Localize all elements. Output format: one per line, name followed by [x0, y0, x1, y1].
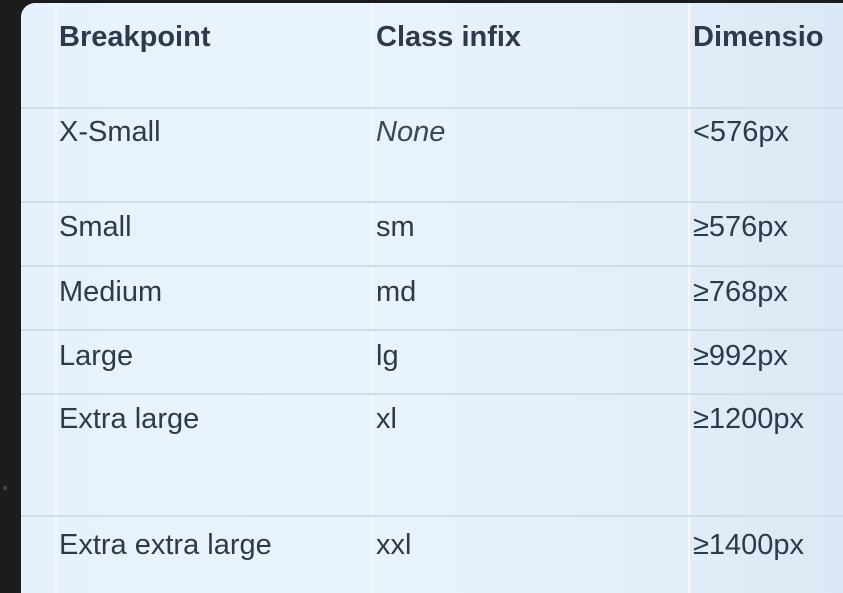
column-divider — [688, 3, 690, 593]
row-divider — [21, 107, 843, 109]
cell-dimensions: ≥992px — [693, 340, 788, 372]
row-divider — [21, 265, 843, 267]
cell-dimensions: <576px — [693, 116, 789, 148]
cell-breakpoint: Extra large — [59, 403, 200, 435]
cell-class-infix: xl — [376, 403, 397, 435]
row-divider — [21, 201, 843, 203]
slide-screen: Breakpoint Class infix Dimensio X-Small … — [21, 3, 843, 593]
cell-class-infix: sm — [376, 211, 415, 243]
row-divider — [21, 393, 843, 395]
cell-breakpoint: Large — [59, 340, 134, 372]
cell-breakpoint: X-Small — [59, 116, 161, 148]
cell-dimensions: ≥576px — [693, 211, 788, 243]
cell-class-infix: md — [376, 276, 417, 308]
row-divider — [21, 515, 843, 517]
column-divider — [371, 3, 373, 593]
row-divider — [21, 329, 843, 331]
cell-class-infix: None — [376, 116, 446, 148]
cell-breakpoint: Small — [59, 211, 132, 243]
cell-class-infix: xxl — [376, 529, 412, 561]
header-dimensions: Dimensio — [693, 21, 824, 53]
header-class-infix: Class infix — [376, 21, 522, 53]
cell-breakpoint: Medium — [59, 276, 163, 308]
cell-dimensions: ≥1200px — [693, 403, 805, 435]
header-breakpoint: Breakpoint — [59, 21, 211, 53]
column-divider — [55, 3, 57, 593]
cell-dimensions: ≥768px — [693, 276, 788, 308]
cell-dimensions: ≥1400px — [693, 529, 805, 561]
edge-dot — [3, 486, 7, 490]
cell-class-infix: lg — [376, 340, 399, 372]
cell-breakpoint: Extra extra large — [59, 529, 272, 561]
